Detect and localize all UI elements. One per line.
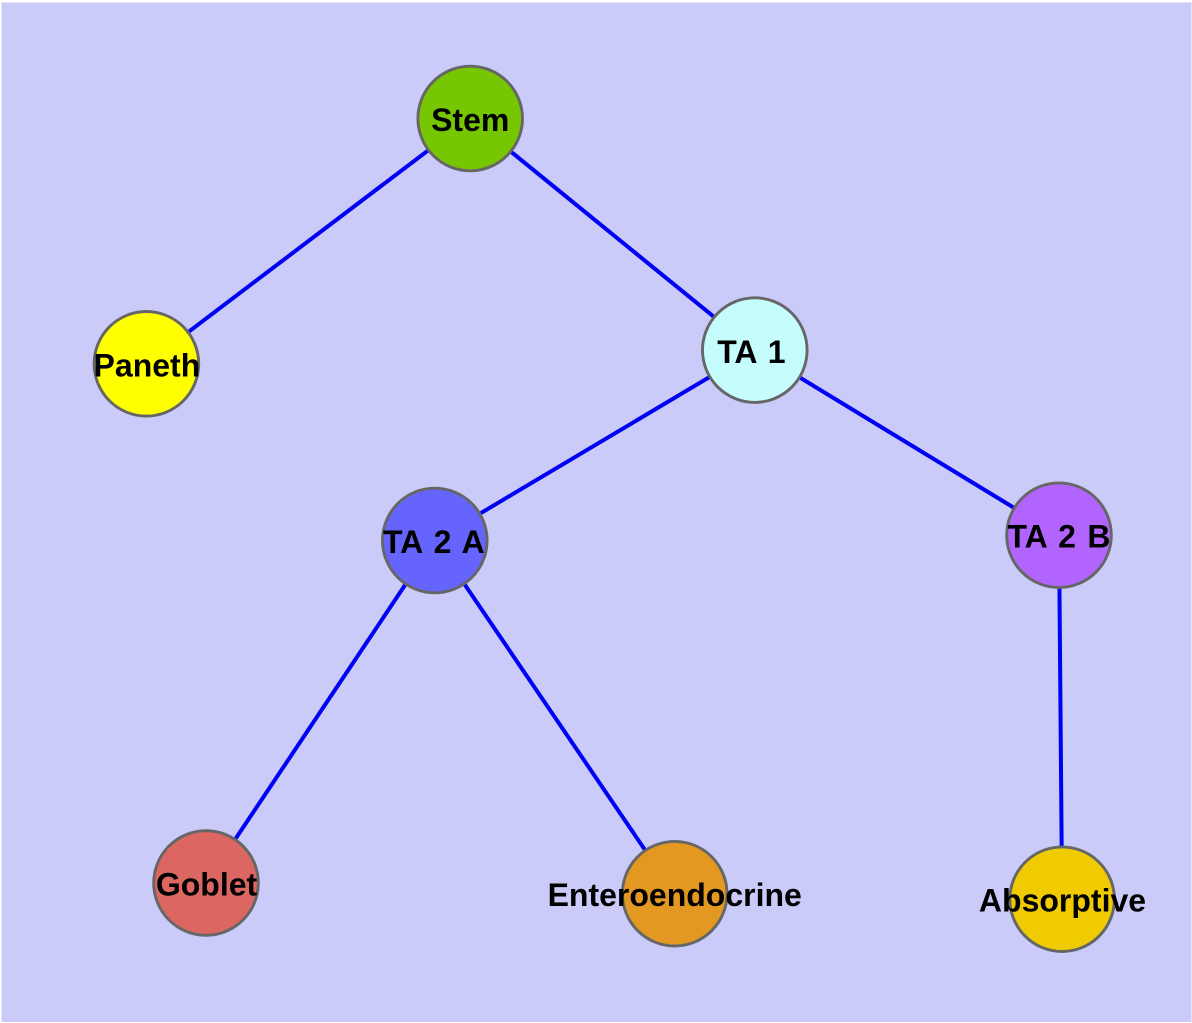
svg-text:TA 1: TA 1 [717, 334, 785, 370]
svg-text:Stem: Stem [431, 102, 509, 138]
svg-text:Enteroendocrine: Enteroendocrine [548, 877, 802, 913]
svg-text:TA 2 B: TA 2 B [1008, 519, 1111, 555]
svg-text:TA 2 A: TA 2 A [383, 524, 485, 560]
svg-text:Paneth: Paneth [94, 347, 201, 383]
svg-text:Goblet: Goblet [156, 867, 258, 903]
svg-text:Absorptive: Absorptive [979, 883, 1146, 919]
